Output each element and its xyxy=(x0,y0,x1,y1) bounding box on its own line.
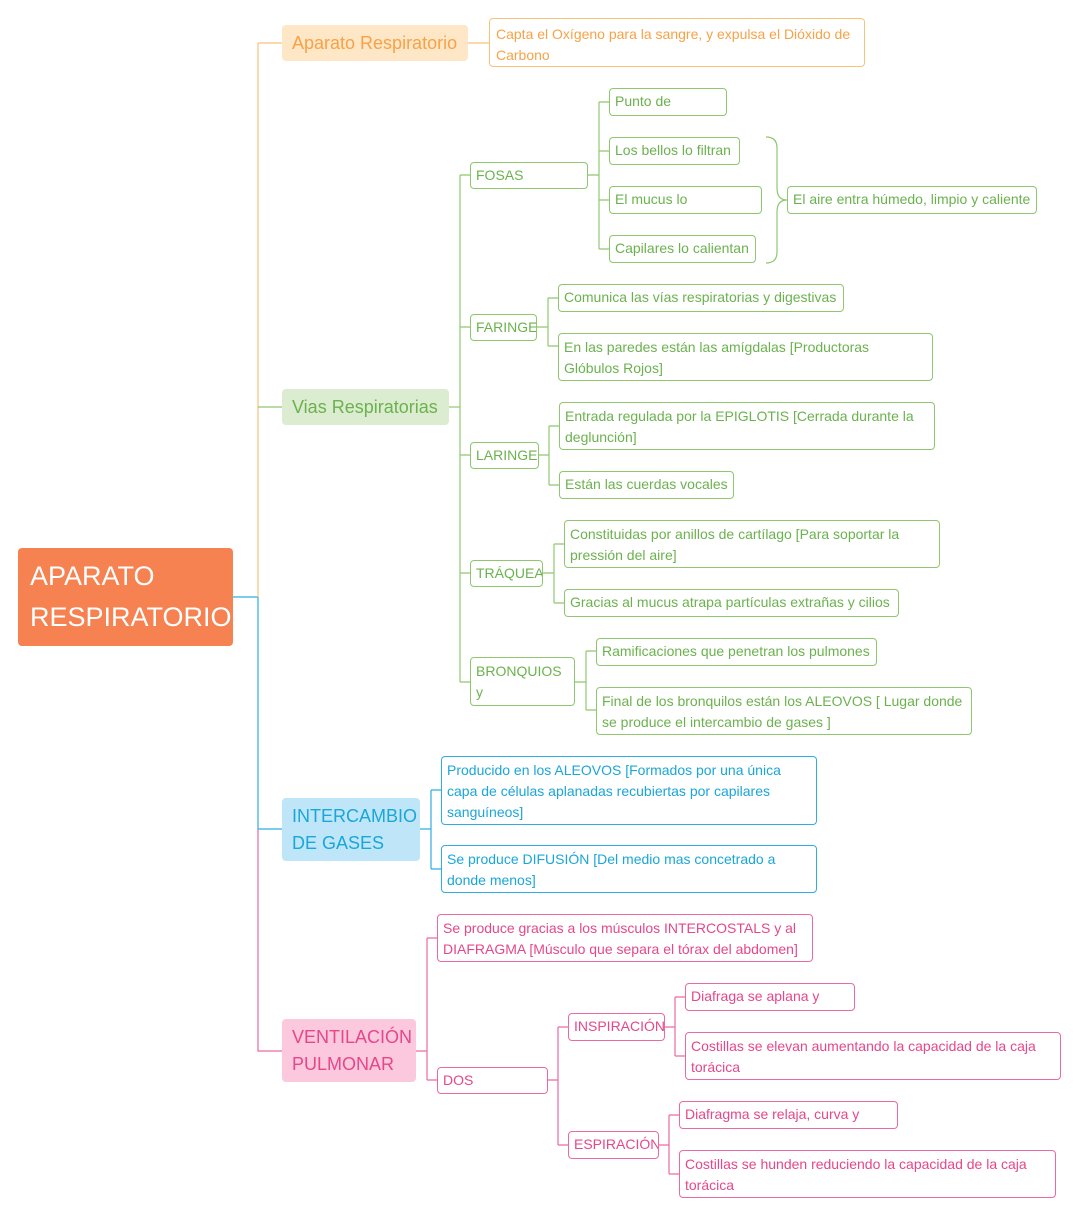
bronquios-label: BRONQUIOS y BRONQUIOLOS xyxy=(476,663,562,700)
root-node[interactable]: APARATO RESPIRATORIO xyxy=(18,548,233,646)
traquea-label: TRÁQUEA xyxy=(476,565,543,581)
ventilacion-line-2: PULMONAR xyxy=(292,1054,395,1074)
intercambio-line-1: INTERCAMBIO xyxy=(292,806,418,826)
aparato-description[interactable]: Capta el Oxígeno para la sangre, y expul… xyxy=(489,18,865,67)
intercambio-item-2-text: Se produce DIFUSIÓN [Del medio mas conce… xyxy=(447,851,776,888)
fosas-item-2-text: Los bellos lo filtran xyxy=(615,142,731,158)
espiracion-label: ESPIRACIÓN xyxy=(574,1136,659,1152)
intercambio-node[interactable]: INTERCAMBIO DE GASES xyxy=(282,798,420,861)
aparato-description-text: Capta el Oxígeno para la sangre, y expul… xyxy=(496,26,851,63)
faringe-item-2[interactable]: En las paredes están las amígdalas [Prod… xyxy=(558,333,933,381)
traquea-item-1-text: Constituidas por anillos de cartílago [P… xyxy=(570,526,900,563)
ventilacion-item[interactable]: Se produce gracias a los músculos INTERC… xyxy=(437,914,813,962)
faringe-item-1-text: Comunica las vías respiratorias y digest… xyxy=(564,289,837,305)
fosas-item-1[interactable]: Punto de entrada xyxy=(609,88,727,116)
inspiracion-item-1[interactable]: Diafraga se aplana y baja xyxy=(685,983,855,1011)
fosas-item-1-text: Punto de entrada xyxy=(615,93,672,115)
intercambio-item-1-text: Producido en los ALEOVOS [Formados por u… xyxy=(447,762,781,820)
fosas-item-3-text: El mucus lo humedece xyxy=(615,191,688,213)
espiracion-item-2-text: Costillas se hunden reduciendo la capaci… xyxy=(685,1156,1027,1193)
fosas-summary-text: El aire entra húmedo, limpio y caliente xyxy=(793,191,1031,207)
root-line-2: RESPIRATORIO xyxy=(30,602,232,632)
ventilacion-line-1: VENTILACIÓN xyxy=(292,1027,413,1047)
fosas-item-2[interactable]: Los bellos lo filtran xyxy=(609,137,740,165)
bronquios-item-1[interactable]: Ramificaciones que penetran los pulmones xyxy=(596,638,877,666)
fosas-item-4[interactable]: Capilares lo calientan xyxy=(609,235,756,263)
traquea-item-2[interactable]: Gracias al mucus atrapa partículas extra… xyxy=(564,589,899,617)
fosas-nasales-node[interactable]: FOSAS NASALES xyxy=(470,162,588,189)
espiracion-item-1-text: Diafragma se relaja, curva y sube xyxy=(685,1106,860,1128)
faringe-node[interactable]: FARINGE xyxy=(470,314,537,341)
intercambio-line-2: DE GASES xyxy=(292,833,385,853)
ventilacion-node[interactable]: VENTILACIÓN PULMONAR xyxy=(282,1019,416,1082)
faringe-label: FARINGE xyxy=(476,319,537,335)
aparato-respiratorio-node[interactable]: Aparato Respiratorio xyxy=(282,25,468,61)
laringe-item-1-text: Entrada regulada por la EPIGLOTIS [Cerra… xyxy=(565,408,914,445)
faringe-item-1[interactable]: Comunica las vías respiratorias y digest… xyxy=(558,284,844,312)
traquea-node[interactable]: TRÁQUEA xyxy=(470,560,543,587)
inspiracion-item-2-text: Costillas se elevan aumentando la capaci… xyxy=(691,1038,1036,1075)
dos-etapas-label: DOS ETAPAS..... xyxy=(443,1072,474,1088)
fosas-nasales-label: FOSAS NASALES xyxy=(476,167,524,183)
aparato-respiratorio-label: Aparato Respiratorio xyxy=(292,32,458,53)
laringe-item-2[interactable]: Están las cuerdas vocales xyxy=(559,471,734,499)
espiracion-node[interactable]: ESPIRACIÓN xyxy=(568,1131,659,1159)
traquea-item-1[interactable]: Constituidas por anillos de cartílago [P… xyxy=(564,520,940,568)
intercambio-item-2[interactable]: Se produce DIFUSIÓN [Del medio mas conce… xyxy=(441,845,817,893)
inspiracion-node[interactable]: INSPIRACIÓN xyxy=(568,1013,665,1041)
laringe-item-2-text: Están las cuerdas vocales xyxy=(565,476,728,492)
fosas-item-3[interactable]: El mucus lo humedece xyxy=(609,186,762,214)
fosas-item-4-text: Capilares lo calientan xyxy=(615,240,749,256)
fosas-summary[interactable]: El aire entra húmedo, limpio y caliente xyxy=(787,186,1037,214)
inspiracion-item-2[interactable]: Costillas se elevan aumentando la capaci… xyxy=(685,1032,1061,1080)
intercambio-item-1[interactable]: Producido en los ALEOVOS [Formados por u… xyxy=(441,756,817,825)
inspiracion-label: INSPIRACIÓN xyxy=(574,1018,665,1034)
espiracion-item-2[interactable]: Costillas se hunden reduciendo la capaci… xyxy=(679,1150,1056,1198)
laringe-label: LARINGE xyxy=(476,447,538,463)
laringe-node[interactable]: LARINGE xyxy=(470,442,539,469)
bronquios-item-2-text: Final de los bronquilos están los ALEOVO… xyxy=(602,693,963,730)
ventilacion-item-text: Se produce gracias a los músculos INTERC… xyxy=(443,920,798,957)
bronquios-item-2[interactable]: Final de los bronquilos están los ALEOVO… xyxy=(596,687,972,735)
espiracion-item-1[interactable]: Diafragma se relaja, curva y sube xyxy=(679,1101,898,1129)
faringe-item-2-text: En las paredes están las amígdalas [Prod… xyxy=(564,339,870,376)
root-line-1: APARATO xyxy=(30,561,155,591)
vias-respiratorias-label: Vias Respiratorias xyxy=(292,396,438,417)
laringe-item-1[interactable]: Entrada regulada por la EPIGLOTIS [Cerra… xyxy=(559,402,935,450)
vias-respiratorias-node[interactable]: Vias Respiratorias xyxy=(282,389,449,425)
bronquios-item-1-text: Ramificaciones que penetran los pulmones xyxy=(602,643,870,659)
inspiracion-item-1-text: Diafraga se aplana y baja xyxy=(691,988,820,1010)
traquea-item-2-text: Gracias al mucus atrapa partículas extra… xyxy=(570,594,890,610)
dos-etapas-node[interactable]: DOS ETAPAS..... xyxy=(437,1067,548,1094)
bronquios-node[interactable]: BRONQUIOS y BRONQUIOLOS xyxy=(470,657,575,706)
